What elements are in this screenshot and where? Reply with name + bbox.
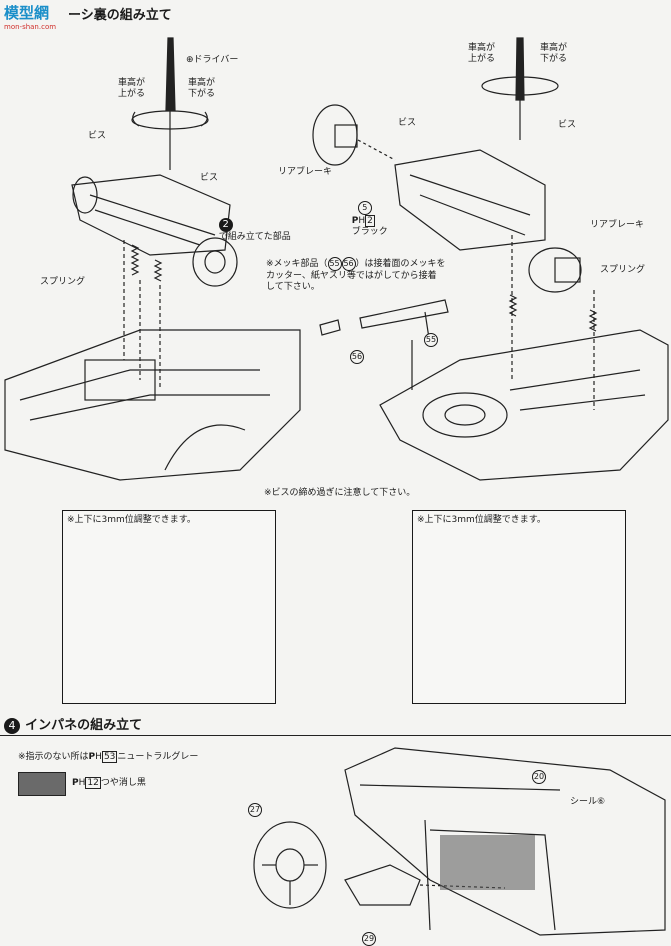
rear-brake-right-label: リアブレーキ [590,220,645,230]
left-raise-label: 車高が 上がる [118,78,146,99]
watermark-logo: 模型網 mon-shan.com [4,2,56,31]
left-screw2-label: ビス [200,173,219,183]
screw-caution-note: ※ビスの締め過ぎに注意して下さい。 [264,488,416,498]
section-4-title: インパネの組み立て [25,718,143,733]
section-4-heading: 4 インパネの組み立て [4,714,142,734]
height-adjust-box-rear: ※上下に3mm位調整できます。 [412,510,626,704]
step-ref-number: 2 [218,218,233,232]
right-screw2-label: ビス [558,120,577,130]
part-55-callout: 55 [424,327,438,347]
right-screw1-label: ビス [398,118,417,128]
paint-code: 2 [365,215,375,227]
part-20-callout: 20 [532,764,546,784]
part-29-callout: 29 [362,926,376,946]
part-20-number: 20 [532,770,546,784]
rear-box-note: ※上下に3mm位調整できます。 [417,515,546,525]
swatch-color-name: つや消し黒 [100,778,146,788]
step-ref-note: 2 で組み立てた部品 [213,207,291,243]
section-chassis-title: ーシ裏の組み立て [68,8,172,23]
height-adjust-box-front: ※上下に3mm位調整できます。 [62,510,276,704]
watermark-url: mon-shan.com [4,23,57,31]
plating-note-b: ）は接着面のメッキを カッター、紙ヤスリ等ではがしてから接着 して下さい。 [266,259,446,292]
section-4-divider [0,735,671,736]
part-29-number: 29 [362,932,376,946]
left-screw-label: ビス [88,131,107,141]
rear-brake-left-label: リアブレーキ [278,167,333,177]
part-56-callout: 56 [350,344,364,364]
driver-label-text: ドライバー [193,55,239,65]
right-spring-label: スプリング [600,265,646,275]
right-lower-label: 車高が 下がる [540,43,568,64]
section-4-number: 4 [4,718,20,734]
part-56-inline: 56 [341,257,356,271]
part-27-callout: 27 [248,797,262,817]
front-box-note: ※上下に3mm位調整できます。 [67,515,196,525]
plating-note-a: ※メッキ部品（ [266,259,328,269]
default-color-prefix: ※指示のない所は [18,752,89,762]
part-55-number: 55 [424,333,438,347]
color-swatch [18,772,66,796]
paint-name: ブラック [351,227,388,237]
left-spring-label: スプリング [40,277,86,287]
watermark-logo-text: 模型網 [4,4,50,22]
part-27-number: 27 [248,803,262,817]
part-5-number: 5 [357,201,372,215]
left-lower-label: 車高が 下がる [188,78,216,99]
part-5-callout: 5 [352,190,372,215]
seal-label: シール⑥ [570,797,606,807]
default-color-name: ニュートラルグレー [117,752,199,762]
right-raise-label: 車高が 上がる [468,43,496,64]
part-56-number: 56 [350,350,364,364]
part-55-inline: 55 [327,257,342,271]
default-color-code: 53 [101,751,118,763]
swatch-code: 12 [85,777,101,789]
driver-label: ⊕ドライバー [186,55,239,65]
step-ref-text: で組み立てた部品 [218,232,291,242]
